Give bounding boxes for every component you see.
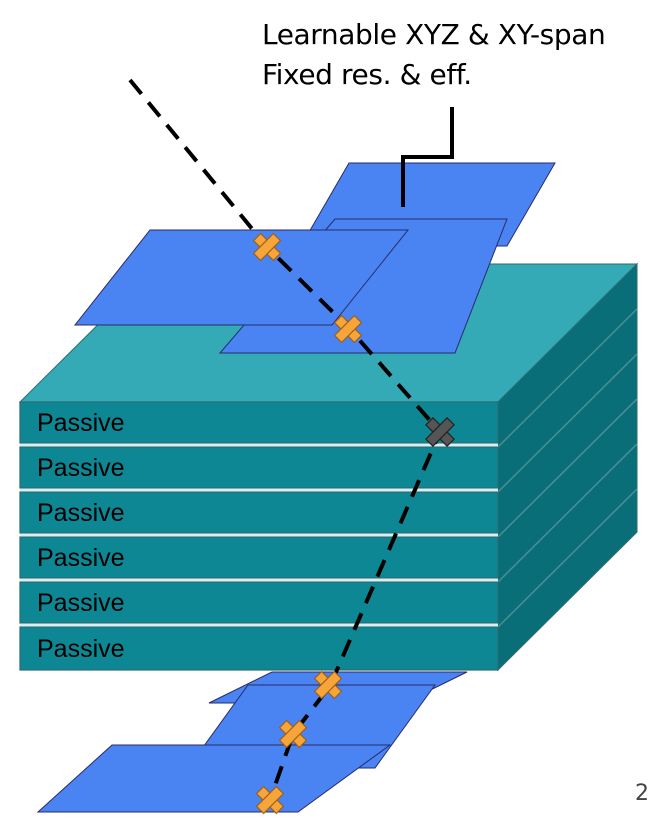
hit-marker-lower-1-cross-icon bbox=[313, 670, 343, 700]
passive-layer-label: Passive bbox=[37, 635, 125, 663]
passive-layer-6-front bbox=[19, 626, 499, 671]
lower-detector-planes bbox=[36, 671, 468, 813]
hit-marker-upper-2-cross-icon bbox=[333, 314, 363, 344]
upper-detector-planes bbox=[73, 162, 556, 354]
passive-interaction-marker-cross-icon bbox=[425, 417, 455, 447]
lower-plane-3 bbox=[36, 744, 392, 813]
caption-callout-bracket bbox=[401, 107, 454, 207]
page-number: 2 bbox=[635, 781, 649, 806]
passive-layer-label: Passive bbox=[37, 409, 125, 437]
caption-learnable-parameters: Learnable XYZ & XY-span bbox=[262, 18, 606, 51]
passive-layer-label: Passive bbox=[37, 544, 125, 572]
passive-layer-5-front bbox=[19, 581, 499, 624]
hit-marker-upper-1-cross-icon bbox=[252, 232, 282, 262]
passive-stack-front-faces bbox=[19, 401, 499, 671]
passive-layer-gaps bbox=[20, 443, 498, 627]
passive-stack-side-edges bbox=[497, 308, 638, 628]
caption-fixed-parameters: Fixed res. & eff. bbox=[262, 58, 472, 91]
hit-marker-lower-2-cross-icon bbox=[278, 719, 308, 749]
hit-marker-lower-3-cross-icon bbox=[255, 785, 285, 815]
passive-layer-label: Passive bbox=[37, 589, 125, 617]
passive-layer-label: Passive bbox=[37, 499, 125, 527]
passive-layer-3-front bbox=[19, 491, 499, 534]
passive-layer-label: Passive bbox=[37, 454, 125, 482]
passive-layer-4-front bbox=[19, 536, 499, 579]
